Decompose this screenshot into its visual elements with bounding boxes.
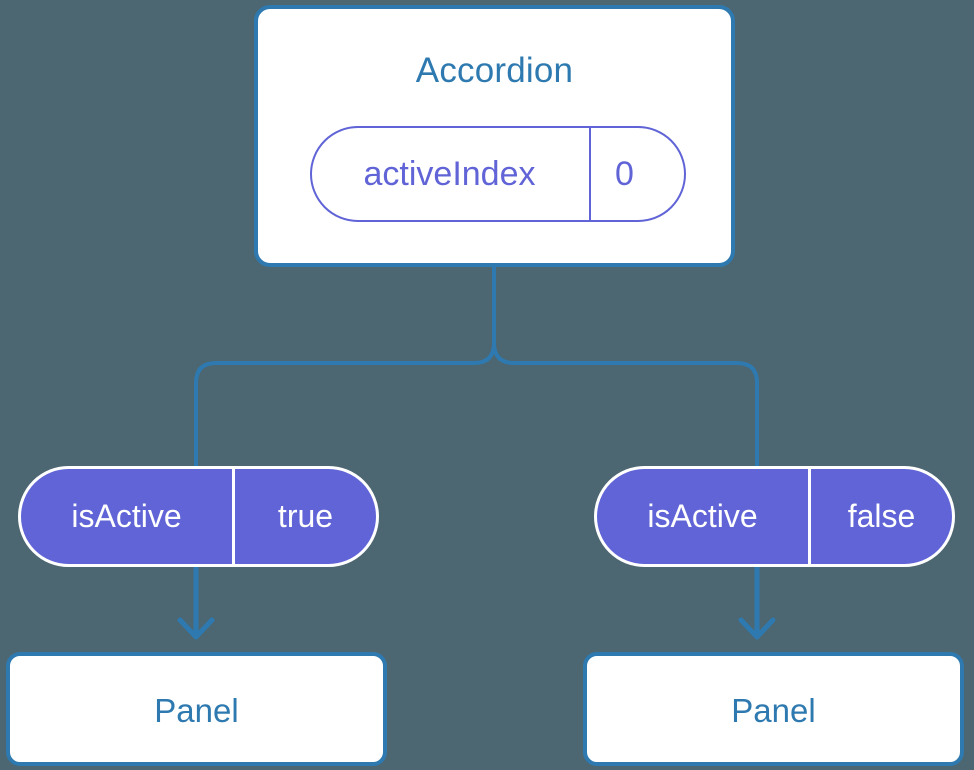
- state-badge-active-index[interactable]: activeIndex 0: [310, 126, 686, 222]
- panel-card-left-label: Panel: [154, 691, 239, 729]
- panel-card-right-label: Panel: [731, 691, 816, 729]
- prop-badge-right-key: isActive: [597, 469, 811, 564]
- arrow-right: [738, 565, 776, 640]
- branch-connector-path: [194, 264, 496, 472]
- accordion-component-card[interactable]: Accordion activeIndex 0: [254, 5, 735, 267]
- prop-badge-right-value: false: [847, 498, 916, 534]
- prop-badge-left[interactable]: isActive true: [18, 466, 379, 567]
- state-badge-value: 0: [615, 154, 634, 193]
- state-badge-key: activeIndex: [312, 128, 591, 220]
- prop-badge-right[interactable]: isActive false: [594, 466, 955, 567]
- accordion-title: Accordion: [415, 51, 574, 90]
- branch-connector-path-right: [492, 264, 759, 472]
- panel-card-left[interactable]: Panel: [6, 652, 387, 766]
- prop-badge-left-value: true: [277, 498, 334, 534]
- panel-card-right[interactable]: Panel: [583, 652, 964, 766]
- prop-badge-left-key: isActive: [21, 469, 235, 564]
- arrow-left: [177, 565, 215, 640]
